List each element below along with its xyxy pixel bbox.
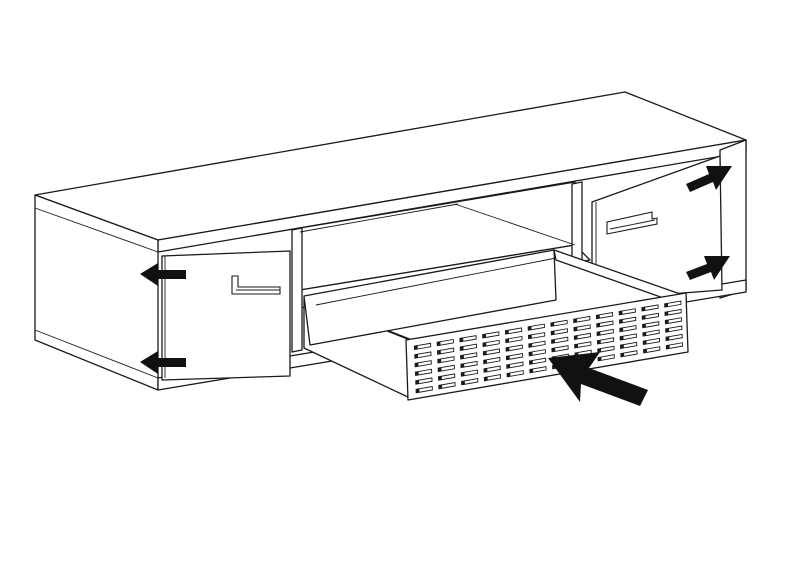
drawer-grid-cell [619,341,638,350]
drawer-grid-cell-shadow [529,351,533,356]
drawer [303,249,689,401]
drawer-grid-cell-shadow [598,356,602,361]
right-door-top-arrow [686,166,732,192]
drawer-grid-cell-shadow [415,380,420,385]
drawer-grid-cell [506,361,524,369]
drawer-grid-cell-shadow [483,351,487,356]
drawer-grid-cell [415,377,433,385]
drawer-grid-cell-shadow [642,323,646,328]
drawer-grid-cell-shadow [573,327,578,332]
left-door [161,250,291,381]
drawer-grid-cell-shadow [596,314,600,319]
arrows [140,166,732,406]
drawer-grid-cell-shadow [664,303,669,308]
drawer-grid-cell-shadow [438,367,442,372]
drawer-front-grid [413,300,684,394]
drawer-grid-cell-shadow [642,315,646,320]
drawer-grid-cell-shadow [461,380,465,385]
drawer-grid-cell-shadow [597,340,601,345]
drawer-grid-cell-shadow [620,352,625,357]
drawer-grid-cell-shadow [597,348,602,353]
drawer-grid-cell-shadow [596,323,601,328]
drawer-grid-cell-shadow [460,363,465,368]
drawer-grid-cell-shadow [459,337,464,342]
drawer-grid-cell-shadow [528,326,532,331]
drawer-grid-cell-shadow [482,333,487,338]
drawer-grid-cell-shadow [483,359,488,364]
drawer-grid-cell-shadow [415,362,419,367]
drawer-grid-cell [482,339,500,348]
drawer-grid-cell [641,312,660,320]
drawer-grid-cell-shadow [551,347,556,352]
drawer-grid-cell-shadow [643,340,647,345]
drawer-grid-cell-shadow [664,311,669,316]
cabinet-right-side [719,139,747,299]
left-door-top-arrow [140,263,186,286]
drawer-grid-cell [460,369,479,377]
drawer-grid-cell-shadow [505,330,509,335]
drawer-grid-cell [414,351,432,359]
drawer-back [303,249,557,346]
drawer-grid-cell-shadow [437,341,441,346]
drawer-grid-cell-shadow [437,358,442,363]
drawer-grid-cell-shadow [528,334,532,339]
left-door-bottom-arrow [140,351,186,374]
drawer-grid-cell-shadow [460,355,464,360]
drawer-grid-cell-shadow [665,336,670,341]
drawer-grid-cell-shadow [643,348,647,353]
drawer-grid-cell-shadow [619,310,623,315]
drawer-grid-cell-shadow [437,350,441,355]
drawer-grid-cell-shadow [415,371,419,376]
drawer-grid-cell-shadow [597,331,601,336]
drawer-grid-cell [437,373,456,381]
drawer-grid-cell-shadow [620,336,624,341]
drawer-grid-cell-shadow [507,372,511,377]
drawer-grid-cell-shadow [506,364,511,369]
drawer-grid-cell-shadow [619,327,624,332]
drawer-grid-cell-shadow [619,319,623,324]
divider-left [291,227,303,353]
drawer-grid-cell-shadow [506,355,510,360]
drawer-grid-cell-shadow [642,332,647,337]
right-door-bottom-arrow [686,256,730,280]
drawer-grid-cell [459,343,478,351]
drawer-grid-cell-shadow [573,318,578,323]
drawer-grid-cell-shadow [529,360,533,365]
drawer-grid-cell-shadow [505,338,510,343]
drawer-grid-cell [436,347,455,355]
drawer-grid-cell [573,324,591,332]
drawer-grid-cell-shadow [641,307,646,311]
drawer-grid-cell-shadow [438,376,442,381]
drawer-grid-cell-shadow [528,343,533,348]
drawer-grid-cell-shadow [461,372,465,377]
drawer-grid-cell-shadow [414,345,418,350]
drawer-grid-cell [505,335,523,344]
drawer-grid-cell-shadow [416,388,420,393]
drawer-grid-cell-shadow [460,346,464,351]
right-door-handle [606,211,658,235]
drawer-grid-cell-shadow [414,354,419,359]
drawer-grid-cell-shadow [550,322,555,327]
drawer-push-arrow [548,352,648,406]
drawer-grid-cell-shadow [574,335,578,340]
drawer-grid-cell-shadow [482,342,487,347]
drawer-grid-cell-shadow [666,345,670,349]
drawer-grid-cell-shadow [665,319,669,324]
left-door-handle [231,275,281,295]
drawer-grid-cell-shadow [506,347,510,352]
drawer-grid-cell [642,337,661,346]
drawer-grid-cell-shadow [620,344,624,349]
drawer-grid-cell-shadow [483,368,488,373]
drawer-grid-cell-shadow [551,339,555,344]
left-door-panel [161,250,291,381]
drawer-grid-cell [483,365,501,373]
drawer-grid-cell-shadow [665,328,670,333]
drawer-grid-cell-shadow [574,343,579,348]
drawer-grid-cell-shadow [529,368,534,373]
drawer-grid-cell-shadow [484,376,488,381]
drawer-grid-cell-shadow [551,330,555,335]
drawer-grid-cell-shadow [438,384,443,389]
